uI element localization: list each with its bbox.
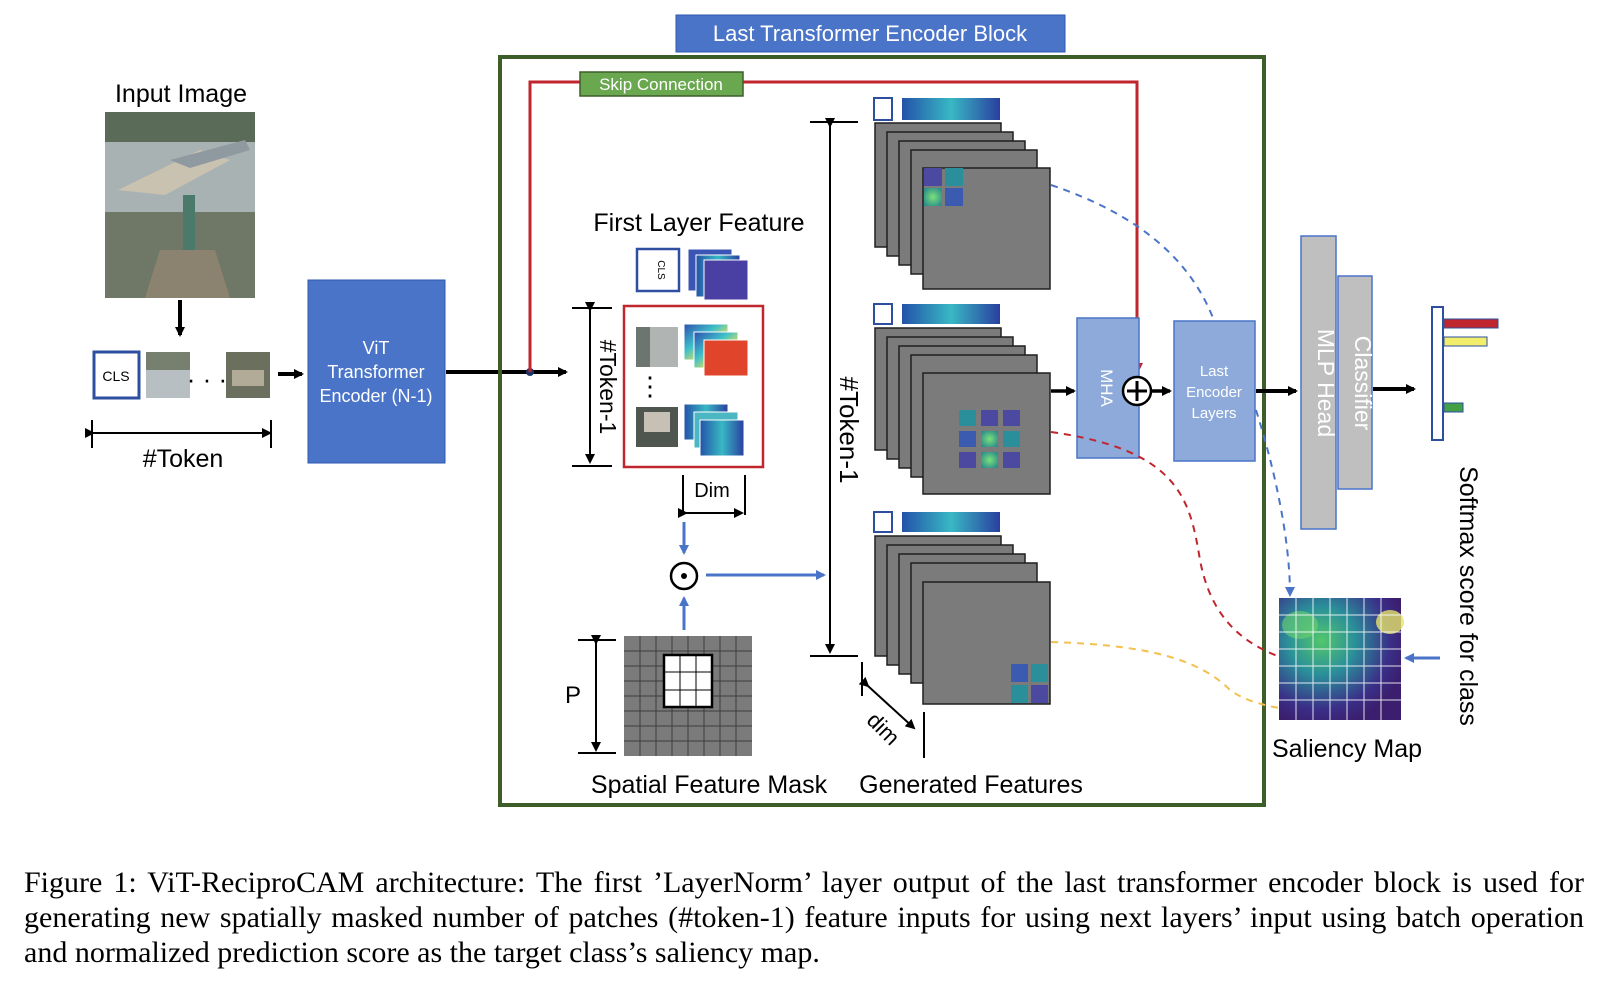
token-minus-one-label-left: #Token-1	[595, 340, 621, 435]
token-feature-map-last	[683, 403, 745, 457]
elementwise-product-dot	[681, 573, 687, 579]
mha-label: MHA	[1097, 369, 1116, 407]
classifier-label: Classifier	[1350, 336, 1376, 431]
softmax-bar-2	[1443, 336, 1488, 347]
token-patch-first	[146, 352, 190, 398]
vit-encoder-box	[307, 279, 446, 464]
last-encoder-line1: Last	[1200, 363, 1229, 380]
cls-token-label: CLS	[102, 368, 129, 384]
first-layer-cls-text: CLS	[655, 260, 666, 280]
token-dots: · · ·	[187, 364, 227, 394]
red-dashed-curve	[1050, 431, 1341, 673]
vit-encoder-line3: Encoder (N-1)	[319, 386, 432, 406]
figure-caption: Figure 1: ViT-ReciproCAM architecture: T…	[24, 866, 1584, 969]
skip-connection-label: Skip Connection	[599, 75, 723, 94]
input-image-label: Input Image	[115, 80, 247, 108]
spatial-feature-mask	[624, 636, 752, 756]
generated-feature-stack-3	[873, 511, 1051, 705]
first-layer-cls-box	[635, 247, 681, 293]
softmax-bar-1	[1443, 318, 1499, 329]
last-block-title: Last Transformer Encoder Block	[713, 21, 1028, 46]
architecture-diagram: Input Image CLS · · · #Token ViT Transfo…	[85, 14, 1499, 807]
token-patch-last	[226, 352, 270, 398]
dim-label: Dim	[694, 480, 730, 502]
mlp-head-label: MLP Head	[1313, 329, 1339, 437]
input-image	[105, 112, 255, 298]
p-label: P	[565, 682, 581, 709]
generated-feature-stack-1	[873, 97, 1051, 290]
token-feature-vdots: ⋮	[637, 371, 663, 401]
skip-connection-label-box	[579, 71, 744, 97]
token-count-label: #Token	[143, 445, 224, 473]
last-encoder-layers-box	[1173, 320, 1256, 462]
first-layer-feature-maps	[687, 248, 749, 301]
last-encoder-line3: Layers	[1191, 405, 1236, 422]
vit-encoder-line2: Transformer	[327, 362, 424, 382]
generated-feature-stack-2	[873, 303, 1051, 495]
token-feature-patch-first	[636, 327, 678, 367]
dim-lower-measure	[858, 676, 916, 730]
generated-features-label: Generated Features	[859, 771, 1083, 799]
mlp-head-box	[1300, 235, 1337, 530]
blue-dashed-curve-to-saliency	[1255, 409, 1295, 597]
blue-dashed-curve-top	[1050, 184, 1214, 319]
token-feature-patch-last	[636, 407, 678, 447]
saliency-map-label: Saliency Map	[1272, 735, 1422, 763]
first-layer-feature-label: First Layer Feature	[593, 209, 804, 237]
last-block-frame	[498, 55, 1266, 807]
vit-encoder-line1: ViT	[363, 338, 390, 358]
token-minus-one-label-center: #Token-1	[834, 377, 864, 484]
softmax-label: Softmax score for class	[1454, 466, 1482, 726]
spatial-mask-label: Spatial Feature Mask	[591, 771, 828, 799]
last-encoder-line2: Encoder	[1186, 384, 1242, 401]
softmax-bar-3	[1443, 402, 1464, 413]
softmax-axis-box	[1431, 306, 1444, 441]
saliency-map	[1279, 598, 1404, 720]
last-block-title-box	[675, 14, 1066, 53]
classifier-box	[1337, 275, 1373, 490]
cls-token-box	[92, 350, 141, 400]
token-feature-map-first	[683, 323, 749, 377]
